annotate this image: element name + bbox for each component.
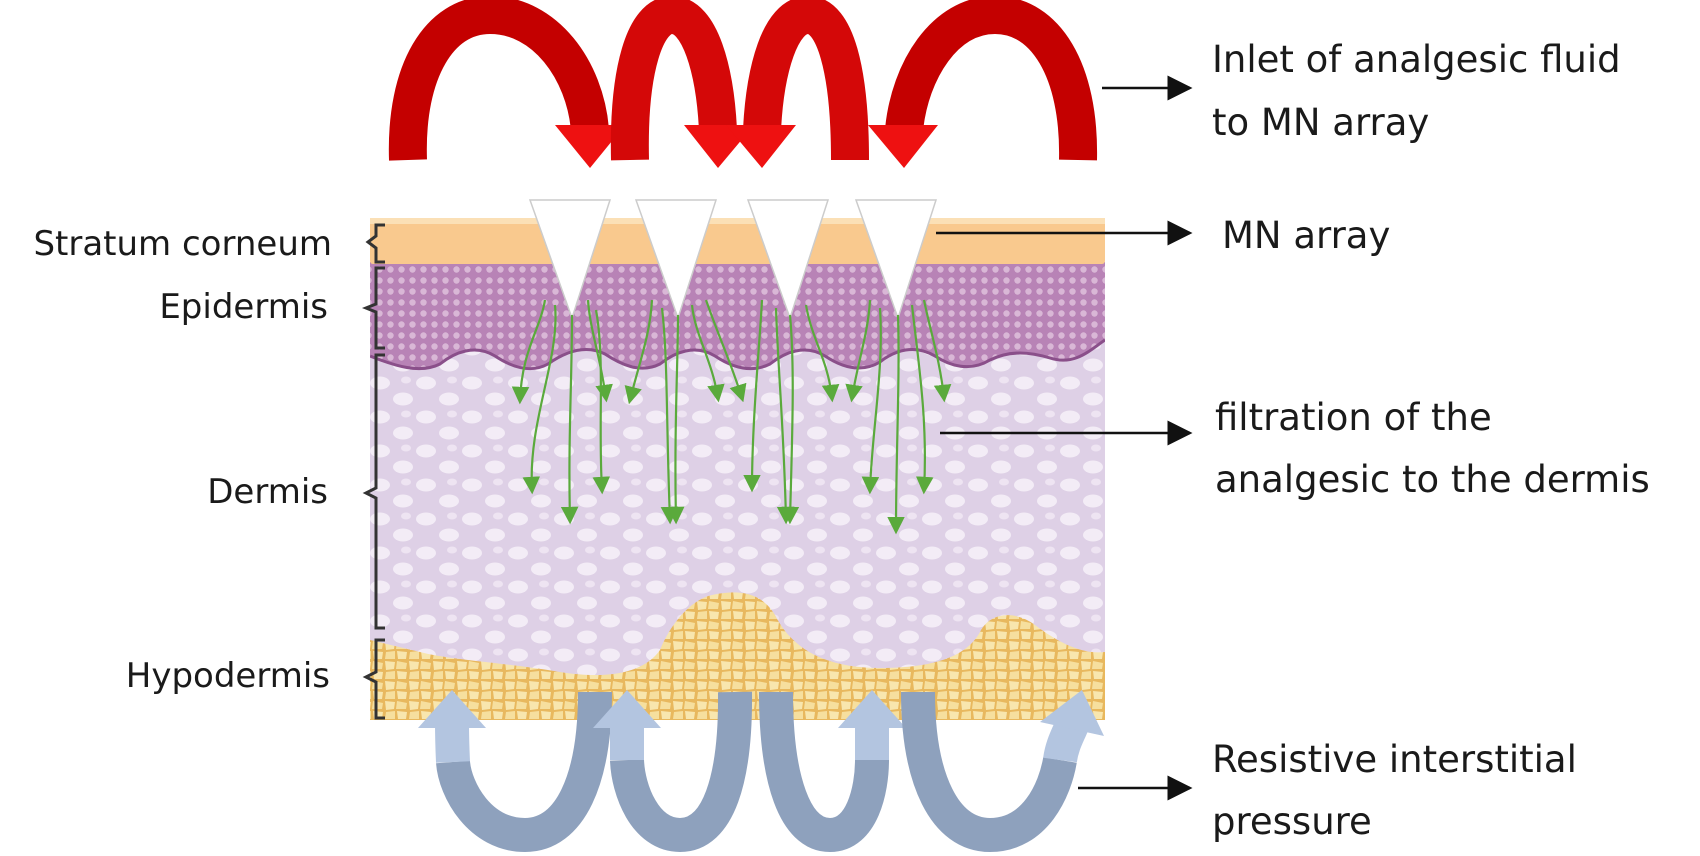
- skin-block: [370, 218, 1105, 720]
- stratum-corneum-layer: [370, 218, 1105, 264]
- label-inlet-line1: Inlet of analgesic fluid: [1212, 38, 1621, 81]
- inlet-arrow: [868, 0, 1098, 168]
- label-dermis: Dermis: [207, 472, 328, 512]
- basement-membrane: [370, 338, 1105, 371]
- layer-brackets: [361, 223, 385, 720]
- microneedle: [854, 199, 938, 321]
- bracket-epidermis: [361, 266, 385, 350]
- inlet-arrows: [388, 0, 1098, 168]
- pressure-arrow: [418, 690, 612, 853]
- bracket-stratum-corneum: [365, 223, 385, 264]
- microneedle-array: [528, 199, 938, 321]
- label-resistive-line2: pressure: [1212, 800, 1372, 843]
- inlet-arrow: [610, 0, 754, 168]
- inlet-arrow: [388, 0, 625, 168]
- label-inlet-line2: to MN array: [1212, 101, 1429, 144]
- filtration-arrows: [511, 299, 952, 535]
- pressure-arrows: [418, 690, 1104, 853]
- bracket-dermis: [362, 353, 385, 630]
- microneedle: [528, 199, 612, 321]
- pressure-arrow: [593, 690, 753, 853]
- label-filtration-line1: filtration of the: [1215, 396, 1492, 439]
- label-mn-array: MN array: [1222, 214, 1390, 257]
- annotation-pointers: [936, 75, 1193, 801]
- dermis-layer: [370, 340, 1105, 676]
- microneedle: [746, 199, 830, 321]
- pressure-arrow: [759, 690, 906, 853]
- inlet-arrow: [726, 0, 869, 168]
- pressure-arrow: [901, 690, 1104, 853]
- label-resistive-line1: Resistive interstitial: [1212, 738, 1577, 781]
- label-epidermis: Epidermis: [159, 287, 328, 327]
- label-filtration-line2: analgesic to the dermis: [1215, 458, 1650, 501]
- bracket-hypodermis: [362, 638, 385, 720]
- label-stratum-corneum: Stratum corneum: [33, 224, 332, 264]
- microneedle: [634, 199, 718, 321]
- label-hypodermis: Hypodermis: [126, 656, 330, 696]
